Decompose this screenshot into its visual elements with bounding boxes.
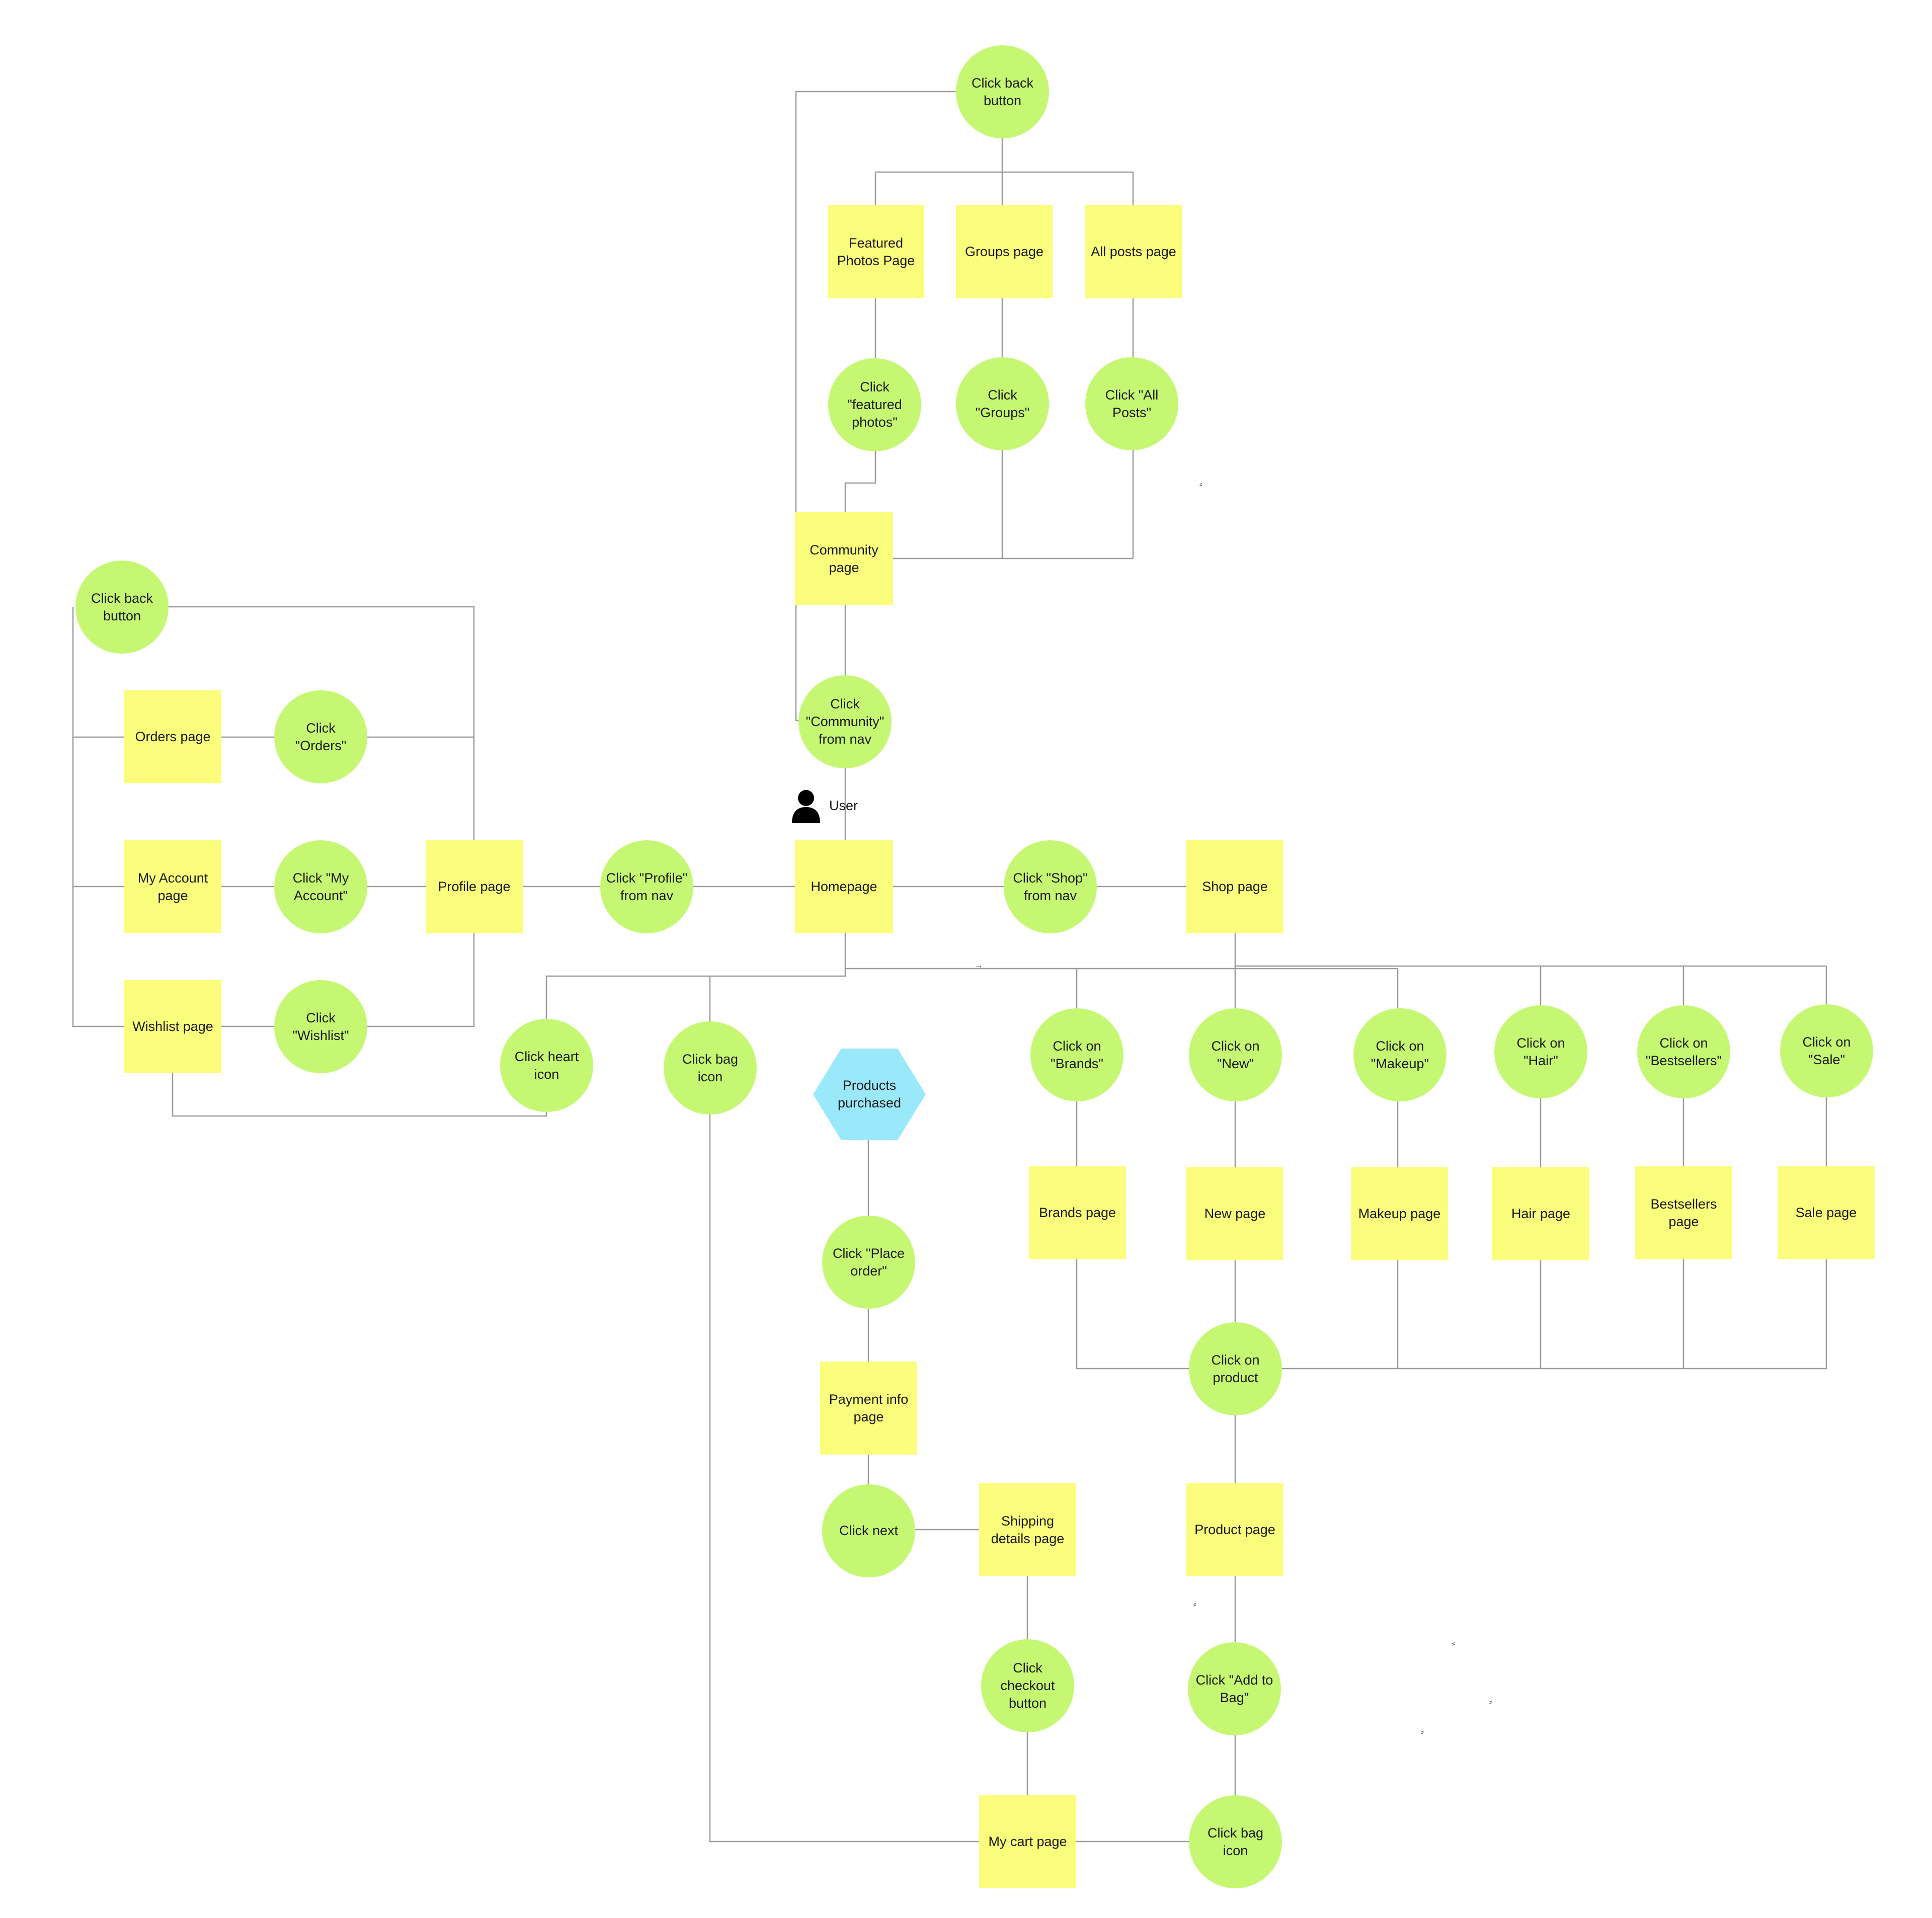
community-page: Community page	[795, 512, 893, 605]
click-my-account: Click "My Account"	[274, 840, 367, 933]
connector-line	[169, 606, 475, 840]
click-hair: Click on "Hair"	[1494, 1005, 1587, 1098]
connector-line	[545, 933, 846, 1019]
click-profile-from-nav: Click "Profile" from nav	[600, 840, 693, 933]
click-wishlist: Click "Wishlist"	[274, 980, 367, 1073]
click-back-button-community: Click back button	[956, 45, 1049, 138]
orders-page: Orders page	[124, 690, 221, 783]
click-makeup: Click on "Makeup"	[1353, 1008, 1446, 1101]
click-heart-icon: Click heart icon	[500, 1019, 593, 1112]
product-page: Product page	[1186, 1483, 1283, 1576]
click-place-order: Click "Place order"	[822, 1216, 915, 1309]
click-orders: Click "Orders"	[274, 690, 367, 783]
makeup-page: Makeup page	[1351, 1167, 1448, 1260]
canvas-mark: ⸗	[1489, 1697, 1492, 1707]
my-account-page: My Account page	[124, 840, 221, 933]
connector-line	[72, 607, 124, 1027]
click-next: Click next	[822, 1484, 915, 1577]
profile-page: Profile page	[426, 840, 523, 933]
shop-page: Shop page	[1186, 840, 1283, 933]
my-cart-page: My cart page	[979, 1795, 1076, 1888]
shipping-details-page: Shipping details page	[979, 1483, 1076, 1576]
connector-line	[1282, 1259, 1827, 1370]
connector-line	[1234, 933, 1826, 967]
click-new: Click on "New"	[1189, 1008, 1282, 1101]
hair-page: Hair page	[1492, 1167, 1589, 1260]
click-all-posts: Click "All Posts"	[1085, 357, 1178, 450]
connector-line	[844, 451, 876, 512]
click-groups: Click "Groups"	[956, 357, 1049, 450]
homepage: Homepage	[795, 840, 893, 933]
sale-page: Sale page	[1778, 1166, 1875, 1259]
connector-line	[172, 1073, 547, 1117]
connector-line	[795, 91, 956, 722]
click-featured-photos: Click "featured photos"	[828, 358, 921, 451]
click-bag-icon-home: Click bag icon	[664, 1021, 757, 1114]
wishlist-page: Wishlist page	[124, 980, 221, 1073]
canvas-mark: ⸗	[1421, 1727, 1424, 1737]
payment-info-page: Payment info page	[820, 1362, 917, 1455]
click-checkout-button: Click checkout button	[981, 1639, 1074, 1732]
brands-page: Brands page	[1029, 1166, 1126, 1259]
click-bestsellers: Click on "Bestsellers"	[1637, 1005, 1730, 1098]
click-add-to-bag: Click "Add to Bag"	[1188, 1642, 1281, 1735]
all-posts-page: All posts page	[1085, 205, 1182, 298]
canvas-mark: ⸗	[1199, 479, 1202, 489]
canvas-mark: ⸗	[1193, 1599, 1196, 1609]
user-label: User	[829, 798, 858, 813]
bestsellers-page: Bestsellers page	[1635, 1166, 1732, 1259]
click-back-button-profile: Click back button	[75, 561, 169, 654]
groups-page: Groups page	[956, 205, 1053, 298]
click-brands: Click on "Brands"	[1030, 1008, 1123, 1101]
connector-line	[1076, 1259, 1189, 1370]
canvas-mark: →	[974, 960, 983, 970]
user-icon	[792, 790, 820, 823]
click-shop-from-nav: Click "Shop" from nav	[1004, 840, 1097, 933]
connector-line	[367, 933, 475, 1027]
featured-photos-page: Featured Photos Page	[828, 205, 924, 298]
click-sale: Click on "Sale"	[1780, 1004, 1873, 1097]
new-page: New page	[1186, 1167, 1283, 1260]
connector-line	[709, 1114, 979, 1843]
click-community-from-nav: Click "Community" from nav	[798, 675, 892, 768]
click-on-product: Click on product	[1189, 1322, 1282, 1415]
click-bag-icon-product: Click bag icon	[1189, 1795, 1282, 1888]
canvas-mark: ⸗	[1452, 1638, 1455, 1648]
